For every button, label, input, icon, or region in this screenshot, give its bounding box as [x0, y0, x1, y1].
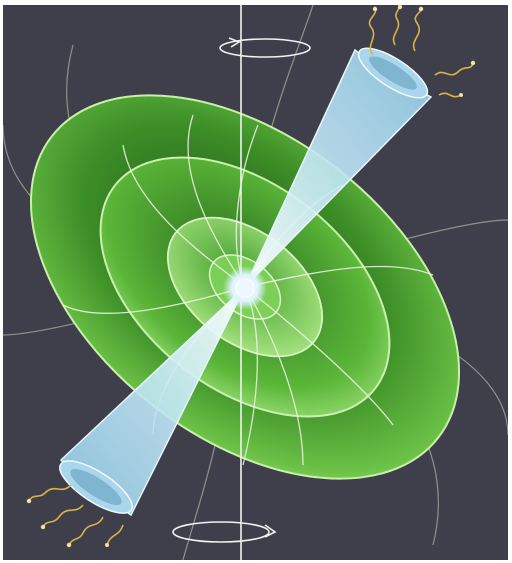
- particle-trails-bottom: [28, 484, 124, 546]
- upper-emission-beam: [244, 47, 433, 288]
- particle-trails-top: [368, 5, 474, 98]
- rotation-arrow-icon: [219, 37, 311, 58]
- rotation-arrow-icon: [172, 521, 277, 543]
- neutron-star-core: [223, 266, 267, 310]
- particle-dots-bottom: [26, 498, 109, 548]
- lower-emission-beam: [59, 286, 246, 517]
- pulsar-illustration: [3, 5, 508, 560]
- particle-dots-top: [372, 5, 476, 97]
